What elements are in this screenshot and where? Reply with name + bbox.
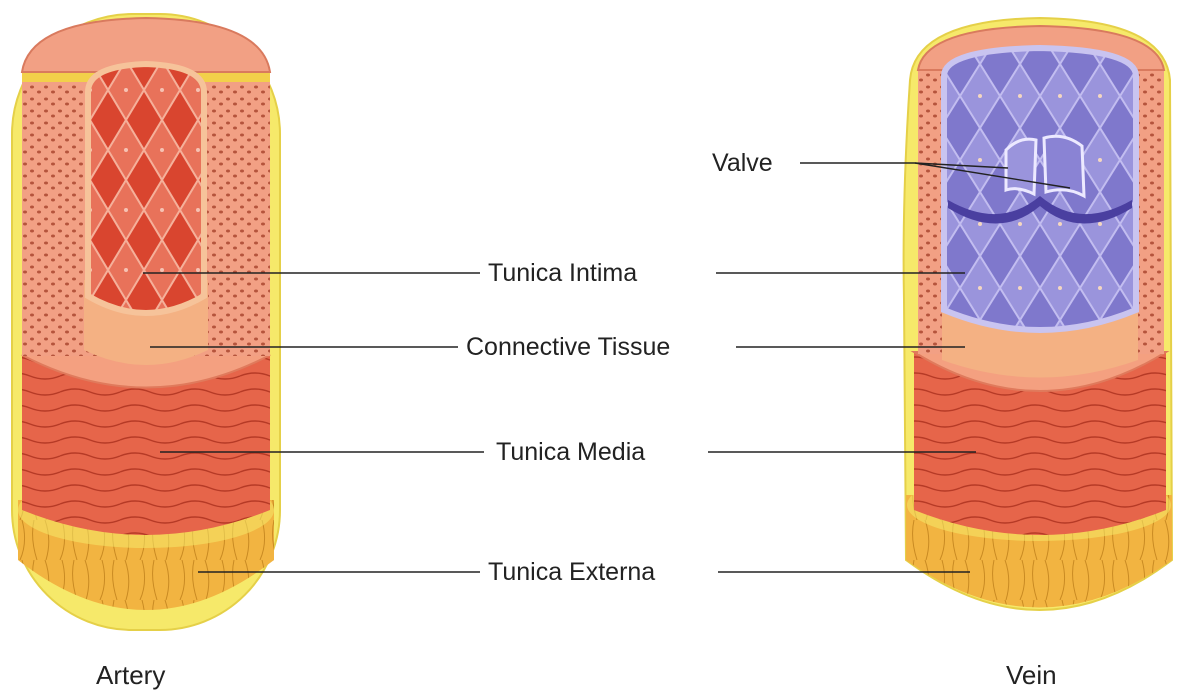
artery-lumen bbox=[88, 64, 204, 313]
valve-label: Valve bbox=[712, 148, 773, 178]
tunica-intima-label: Tunica Intima bbox=[488, 258, 637, 288]
vein-illustration bbox=[904, 18, 1172, 610]
vein-lumen bbox=[944, 48, 1136, 330]
artery-caption: Artery bbox=[96, 660, 165, 690]
vein-caption: Vein bbox=[1006, 660, 1057, 690]
tunica-externa-label: Tunica Externa bbox=[488, 557, 655, 587]
tunica-media-label: Tunica Media bbox=[496, 437, 645, 467]
artery-illustration bbox=[12, 14, 280, 630]
vein-valve-cusp-left bbox=[1006, 139, 1036, 194]
connective-tissue-label: Connective Tissue bbox=[466, 332, 670, 362]
